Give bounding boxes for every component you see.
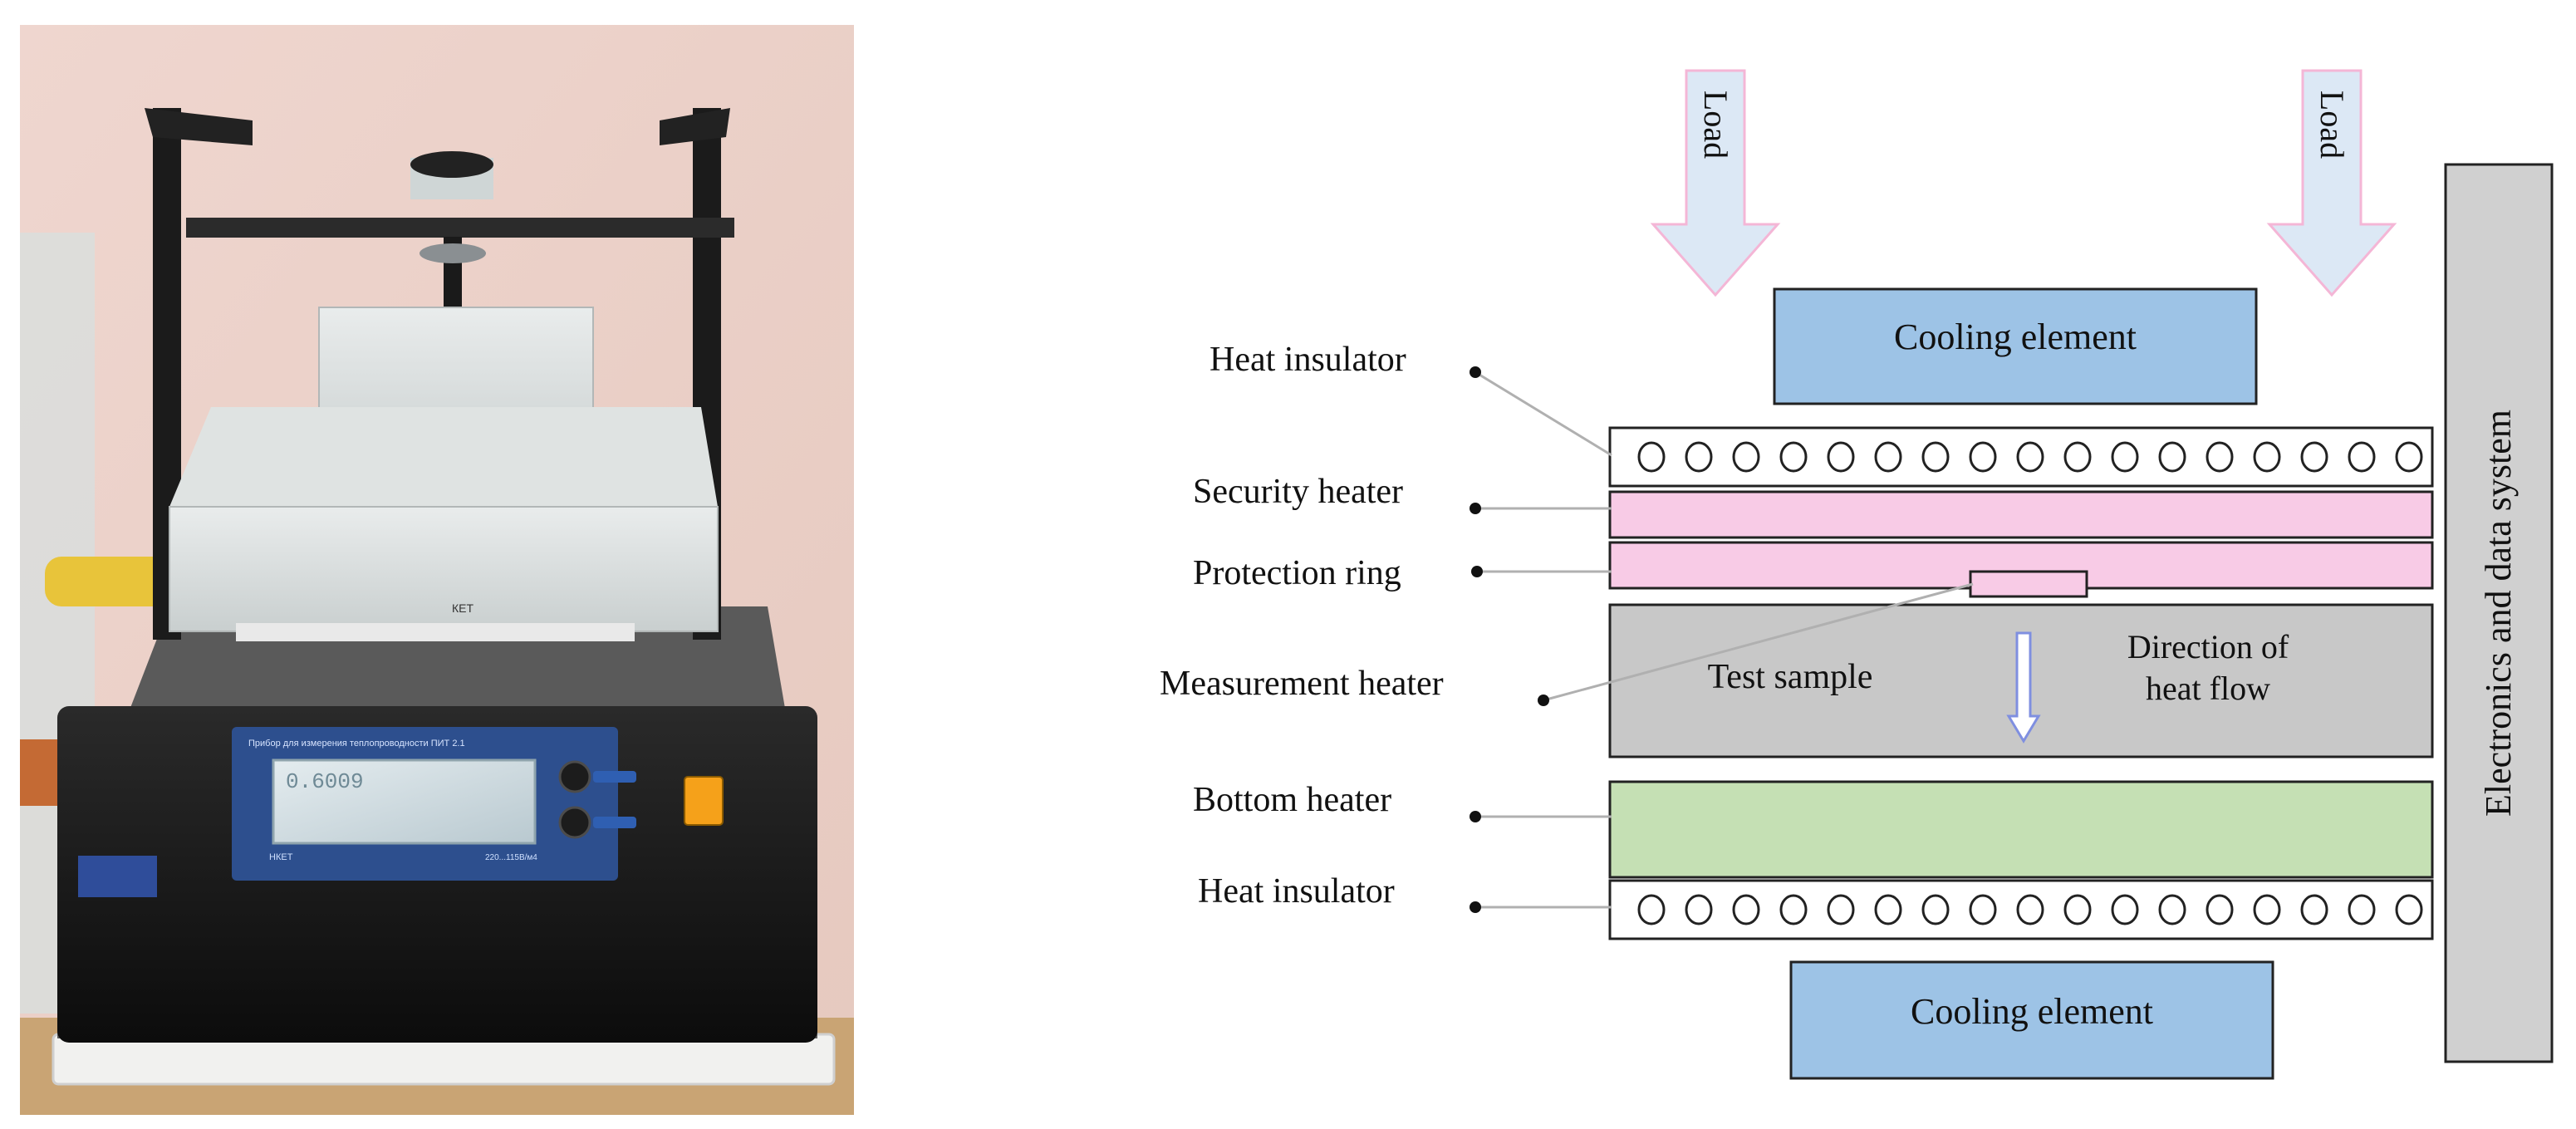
- lower-box-top: [169, 407, 718, 507]
- panel-title: Прибор для измерения теплопроводности ПИ…: [248, 739, 465, 749]
- heat-flow-arrow: [2006, 631, 2041, 744]
- sample-sheet: [236, 623, 635, 641]
- frame-top-right: [660, 108, 730, 145]
- label-measurement-heater: Measurement heater: [1160, 665, 1444, 703]
- direction-label-line2: heat flow: [2146, 670, 2270, 707]
- label-protection-ring: Protection ring: [1193, 554, 1401, 592]
- orange-switch: [684, 776, 724, 826]
- label-security-heater: Security heater: [1193, 473, 1403, 511]
- insulator-circle: [1779, 441, 1808, 473]
- dot-security-heater: [1470, 503, 1481, 514]
- frame-top-left: [145, 108, 253, 145]
- cooling-element-top: [1773, 287, 2258, 405]
- insulator-top-circles: [1637, 441, 2423, 473]
- panel-button-upper: [593, 771, 636, 783]
- load-label-right: Load: [2313, 91, 2351, 159]
- insulator-circle: [2063, 894, 2092, 925]
- box-marking: КЕТ: [452, 601, 473, 615]
- security-heater: [1608, 490, 2434, 539]
- test-sample-label: Test sample: [1708, 658, 1873, 696]
- insulator-circle: [2300, 894, 2328, 925]
- insulator-circle: [1874, 894, 1902, 925]
- crossbar: [186, 218, 734, 238]
- insulator-circle: [1685, 894, 1713, 925]
- logo-sticker: [78, 856, 157, 897]
- insulator-circle: [1827, 894, 1855, 925]
- insulator-circle: [1874, 441, 1902, 473]
- knob-lower: [558, 806, 591, 839]
- dot-measurement-heater: [1538, 695, 1549, 706]
- insulator-circle: [2111, 894, 2139, 925]
- panel-brand: НКЕТ: [269, 852, 293, 862]
- leader-dots: [1470, 366, 1549, 913]
- direction-label-line1: Direction of: [2127, 628, 2289, 665]
- insulator-circle: [2348, 441, 2376, 473]
- insulator-circle: [1637, 894, 1666, 925]
- leader-heat-insulator-top: [1474, 371, 1612, 457]
- label-bottom-heater: Bottom heater: [1193, 781, 1391, 819]
- insulator-circle: [1969, 894, 1997, 925]
- insulator-circle: [2063, 441, 2092, 473]
- insulator-circle: [2158, 894, 2186, 925]
- insulator-circle: [2253, 894, 2281, 925]
- insulator-circle: [2395, 894, 2423, 925]
- insulator-circle: [1779, 894, 1808, 925]
- knob-upper: [558, 760, 591, 793]
- dot-heat-insulator-top: [1470, 366, 1481, 378]
- knob: [410, 151, 493, 178]
- yellow-object: [45, 557, 169, 606]
- insulator-circle: [1969, 441, 1997, 473]
- device-photo: КЕТ Прибор для измерения теплопроводност…: [20, 25, 854, 1115]
- panel-button-lower: [593, 817, 636, 828]
- insulator-circle: [1732, 894, 1760, 925]
- insulator-circle: [1921, 441, 1950, 473]
- screw-collar: [420, 243, 486, 263]
- measurement-heater: [1969, 570, 2088, 598]
- lcd-value: 0.6009: [286, 769, 364, 794]
- bottom-heater: [1608, 780, 2434, 879]
- insulator-circle: [2206, 894, 2234, 925]
- insulator-circle: [1685, 441, 1713, 473]
- dot-bottom-heater: [1470, 811, 1481, 822]
- insulator-circle: [2300, 441, 2328, 473]
- electronics-data-system: [2444, 163, 2554, 1063]
- electronics-label: Electronics and data system: [2478, 410, 2519, 817]
- lcd-screen: [272, 758, 537, 845]
- insulator-circle: [1827, 441, 1855, 473]
- insulator-circle: [1637, 441, 1666, 473]
- insulator-circle: [2158, 441, 2186, 473]
- label-heat-insulator-bottom: Heat insulator: [1198, 872, 1395, 911]
- cooling-element-bottom: [1789, 960, 2274, 1080]
- insulator-circle: [2016, 441, 2044, 473]
- cooling-element-top-label: Cooling element: [1894, 317, 2137, 357]
- insulator-bottom-circles: [1637, 894, 2423, 925]
- dot-protection-ring: [1471, 566, 1483, 577]
- load-label-left: Load: [1697, 91, 1735, 159]
- insulator-circle: [2253, 441, 2281, 473]
- insulator-circle: [2348, 894, 2376, 925]
- label-heat-insulator-top: Heat insulator: [1209, 341, 1406, 379]
- insulator-circle: [2395, 441, 2423, 473]
- leader-lines: [1474, 371, 1974, 909]
- insulator-circle: [1732, 441, 1760, 473]
- cooling-element-bottom-label: Cooling element: [1911, 991, 2153, 1032]
- insulator-circle: [2016, 894, 2044, 925]
- leader-measurement-heater: [1543, 582, 1974, 702]
- insulator-circle: [2111, 441, 2139, 473]
- insulator-circle: [1921, 894, 1950, 925]
- insulator-circle: [2206, 441, 2234, 473]
- load-arrow-left: Load: [1650, 69, 1781, 297]
- panel-spec: 220...115В/м4: [485, 853, 537, 862]
- dot-heat-insulator-bottom: [1470, 901, 1481, 913]
- load-arrow-right: Load: [2266, 69, 2397, 297]
